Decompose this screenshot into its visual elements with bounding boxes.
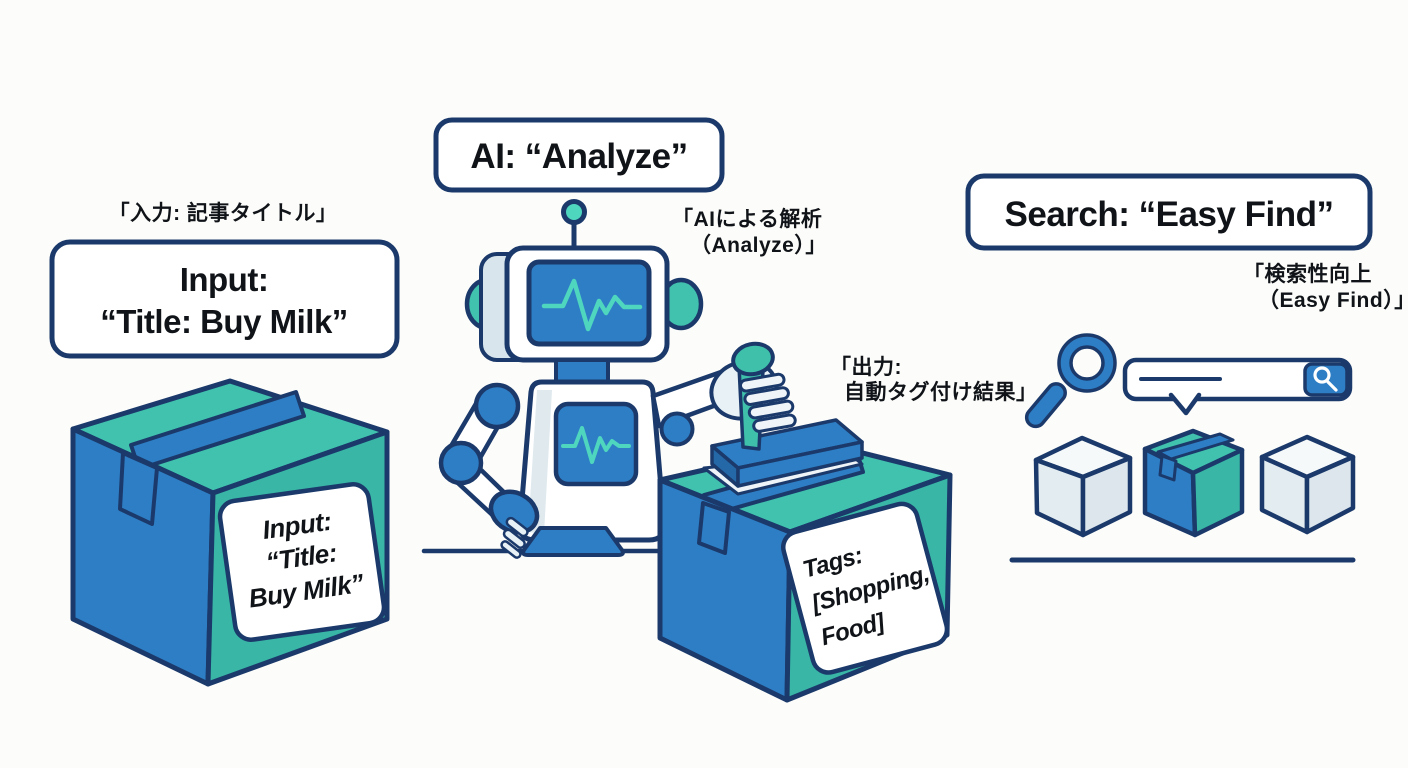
cube-tagged-middle <box>1142 428 1245 538</box>
right-shoulder-joint <box>659 411 695 447</box>
search-callout: Search: “Easy Find” <box>965 173 1373 251</box>
output-caption-jp-line2: 自動タグ付け結果」 <box>844 380 1038 404</box>
ai-callout-label: AI: “Analyze” <box>470 137 687 176</box>
ai-callout: AI: “Analyze” <box>433 117 725 193</box>
left-elbow-joint <box>438 440 484 486</box>
search-callout-label: Search: “Easy Find” <box>1005 195 1334 234</box>
robot-base <box>521 526 625 557</box>
output-caption-jp-line1: 「出力: <box>830 356 902 379</box>
stamp-and-right-arm <box>650 341 864 496</box>
left-hand <box>488 489 540 535</box>
cube-plain-left <box>1033 435 1133 538</box>
output-caption-jp: 「出力: 自動タグ付け結果」 <box>830 356 1038 404</box>
right-hand-fingers <box>739 372 797 433</box>
magnifier-handle <box>1024 382 1067 429</box>
magnifier-lens <box>1069 345 1105 381</box>
robot-face-screen <box>526 259 652 347</box>
search-bar <box>1122 357 1353 416</box>
analyze-caption-jp-line1: 「AIによる解析 <box>672 207 822 231</box>
input-caption-jp: 「入力: 記事タイトル」 <box>109 201 338 225</box>
magnifier-icon <box>1024 333 1117 429</box>
left-shoulder-joint <box>473 382 521 430</box>
ai-callout-box <box>433 117 725 193</box>
result-cubes <box>1033 428 1356 538</box>
search-bubble-pointer <box>1168 392 1202 416</box>
analyze-caption-jp-line2: （Analyze）」 <box>690 233 827 257</box>
search-input <box>1122 357 1353 402</box>
output-box-3d: Tags: [Shopping, Food] <box>657 440 953 703</box>
output-box-tape-flap <box>697 501 731 555</box>
search-button-magnifier-icon <box>1313 366 1338 392</box>
robot-left-arm <box>438 382 540 559</box>
search-caption-jp-line1: 「検索性向上 <box>1243 262 1372 286</box>
output-box-label: Tags: [Shopping, Food] <box>781 501 950 675</box>
stamp-handle-knob <box>731 341 775 377</box>
ai-section: AI: “Analyze” 「AIによる解析 （Analyze）」 <box>421 117 1038 703</box>
input-callout-box <box>49 239 400 359</box>
input-box-label: Input: “Title: Buy Milk” <box>217 482 387 642</box>
search-section: Search: “Easy Find” 「検索性向上 （Easy Find）」 <box>965 173 1408 563</box>
robot <box>464 199 704 543</box>
input-callout: Input: “Title: Buy Milk” <box>49 239 400 359</box>
input-box-3d: Input: “Title: Buy Milk” <box>70 378 390 687</box>
input-section: 「入力: 記事タイトル」 Input: “Title: Buy Milk” In… <box>49 201 400 687</box>
input-callout-line2: “Title: Buy Milk” <box>100 303 348 340</box>
cube-plain-right <box>1259 434 1356 535</box>
left-hand-fingers <box>500 516 529 559</box>
robot-torso-shading <box>528 390 552 534</box>
input-box-label-plate <box>217 482 387 642</box>
face-waveform-icon <box>541 278 643 332</box>
input-box-tape-flap <box>118 451 159 526</box>
search-callout-box <box>965 173 1373 251</box>
chest-waveform-icon <box>561 426 631 464</box>
output-box-label-plate <box>781 501 950 675</box>
robot-lower <box>438 382 625 559</box>
stamp-base-front <box>736 440 864 488</box>
input-callout-line1: Input: <box>180 261 269 298</box>
antenna-ball-icon <box>561 199 587 225</box>
search-caption-jp-line2: （Easy Find）」 <box>1258 288 1408 312</box>
cube-tape-flap <box>1158 454 1178 482</box>
